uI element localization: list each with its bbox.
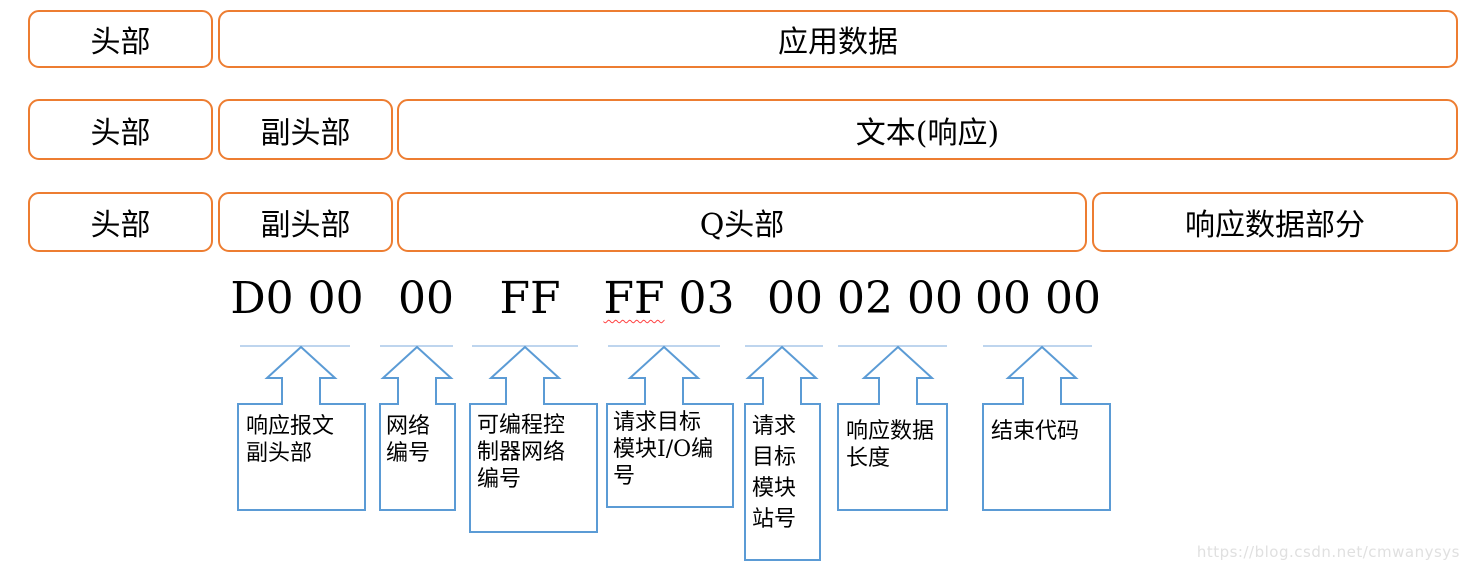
callout-line: 站号 bbox=[752, 507, 797, 532]
frame-cell-subheader: 副头部 bbox=[218, 192, 393, 252]
callout-line: 模块 bbox=[752, 476, 797, 501]
callout-label-target-module-io-number: 请求目标 模块I/O编 号 bbox=[613, 409, 713, 490]
callout-line: 模块I/O编 bbox=[613, 437, 714, 462]
callout-line: 编号 bbox=[386, 441, 431, 466]
callout-line: 网络 bbox=[386, 414, 431, 439]
callout-line: 响应报文 bbox=[246, 414, 335, 439]
frame-cell-response-data-part: 响应数据部分 bbox=[1092, 192, 1458, 252]
up-arrow-callout-shape bbox=[982, 345, 1111, 511]
callout-line: 副头部 bbox=[246, 441, 313, 466]
up-arrow-callout-shape bbox=[606, 345, 734, 508]
callout-label-plc-network-number: 可编程控 制器网络 编号 bbox=[477, 412, 565, 493]
hex-byte-group: 02 00 bbox=[837, 277, 963, 321]
hex-bytes: FF bbox=[499, 273, 561, 324]
frame-cell-application-data: 应用数据 bbox=[218, 10, 1458, 68]
callout-label-network-number: 网络 编号 bbox=[386, 413, 430, 467]
frame-cell-q-header: Q头部 bbox=[397, 192, 1087, 252]
callout-line: 请求 bbox=[752, 414, 797, 439]
up-arrow-callout-shape bbox=[744, 345, 821, 561]
frame-cell-header: 头部 bbox=[28, 99, 213, 160]
hex-byte-group: FF 03 bbox=[603, 277, 734, 321]
frame-cell-label: 头部 bbox=[90, 115, 151, 151]
hex-bytes: 00 bbox=[767, 273, 823, 324]
callout-label-response-subheader: 响应报文 副头部 bbox=[246, 413, 334, 467]
callout-label-end-code: 结束代码 bbox=[991, 418, 1079, 445]
hex-byte-group: 00 00 bbox=[975, 277, 1101, 321]
frame-cell-label: Q头部 bbox=[699, 208, 785, 243]
hex-bytes-spellcheck-underlined: FF bbox=[603, 273, 665, 324]
up-arrow-callout-shape bbox=[379, 345, 456, 511]
frame-cell-label: 文本(响应) bbox=[855, 115, 1000, 151]
frame-cell-label: 头部 bbox=[90, 25, 151, 60]
up-arrow-callout-shape bbox=[237, 345, 366, 511]
frame-cell-header: 头部 bbox=[28, 10, 213, 68]
callout-line: 目标 bbox=[752, 445, 797, 470]
hex-bytes: 00 00 bbox=[975, 273, 1101, 324]
frame-cell-label: 副头部 bbox=[260, 115, 351, 151]
watermark-url: https://blog.csdn.net/cmwanysys bbox=[1196, 543, 1460, 561]
callout-line: 结束代码 bbox=[991, 419, 1080, 444]
frame-cell-label: 副头部 bbox=[260, 208, 351, 243]
hex-byte-group: 00 bbox=[767, 277, 823, 321]
hex-bytes: 00 bbox=[398, 273, 454, 324]
callout-label-response-data-length: 响应数据 长度 bbox=[846, 418, 934, 472]
callout-line: 编号 bbox=[477, 467, 522, 492]
frame-cell-subheader: 副头部 bbox=[218, 99, 393, 160]
callout-line: 请求目标 bbox=[613, 410, 702, 435]
frame-cell-text-response: 文本(响应) bbox=[397, 99, 1458, 160]
callout-line: 长度 bbox=[846, 446, 891, 471]
callout-line: 号 bbox=[613, 464, 636, 489]
callout-line: 可编程控 bbox=[477, 413, 566, 438]
up-arrow-callout-shape bbox=[837, 345, 948, 511]
frame-cell-label: 头部 bbox=[90, 208, 151, 243]
up-arrow-callout-shape bbox=[469, 345, 598, 533]
frame-cell-header: 头部 bbox=[28, 192, 213, 252]
frame-cell-label: 应用数据 bbox=[778, 25, 898, 60]
callout-label-target-module-station-number: 请求 目标 模块 站号 bbox=[752, 411, 796, 535]
hex-bytes: 03 bbox=[664, 273, 735, 324]
callout-line: 响应数据 bbox=[846, 419, 935, 444]
hex-byte-group: 00 bbox=[398, 277, 454, 321]
hex-byte-group: FF bbox=[499, 277, 560, 321]
hex-bytes: D0 00 bbox=[230, 273, 364, 324]
hex-bytes: 02 00 bbox=[837, 273, 963, 324]
frame-cell-label: 响应数据部分 bbox=[1185, 208, 1365, 243]
callout-line: 制器网络 bbox=[477, 440, 566, 465]
hex-byte-group: D0 00 bbox=[230, 277, 363, 321]
